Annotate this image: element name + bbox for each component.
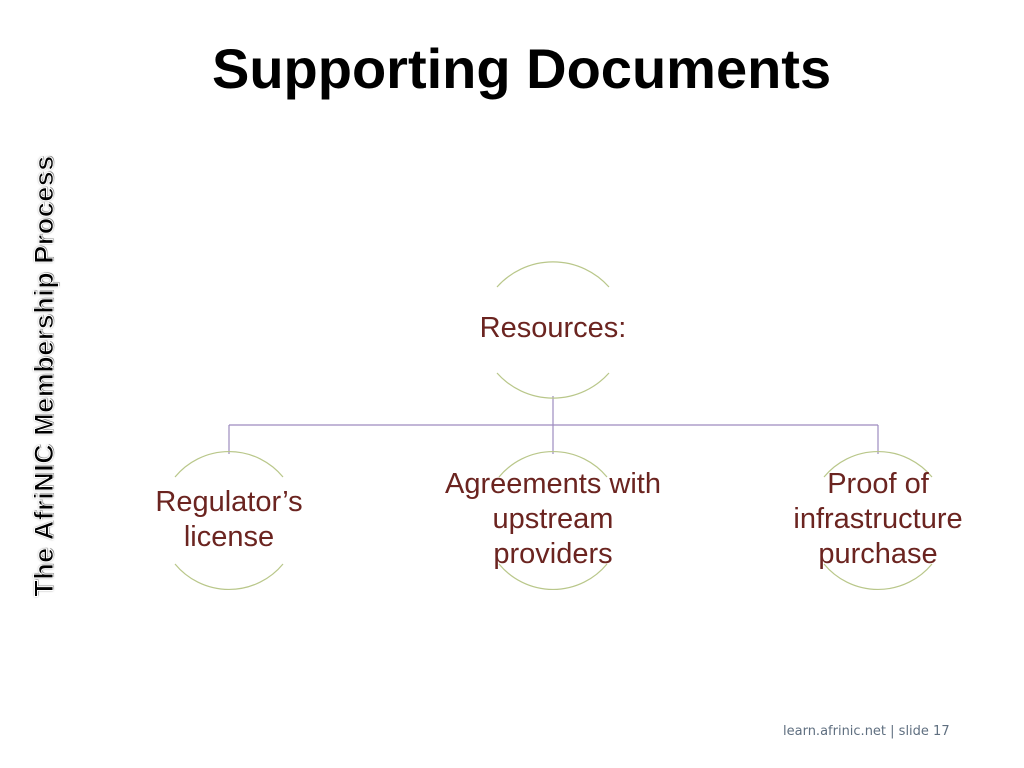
- child-node-line: license: [183, 521, 275, 553]
- child-node-line: Proof of: [827, 468, 929, 500]
- child-node-line: Agreements with: [445, 468, 661, 500]
- slide-footer: learn.afrinic.net | slide 17: [783, 724, 950, 739]
- child-node-circle-middle: [498, 450, 608, 591]
- child-node-regulators-license: Regulator’s license: [155, 485, 302, 555]
- slide-title: Supporting Documents: [212, 37, 832, 100]
- child-node-agreements-upstream: Agreements with upstream providers: [445, 467, 661, 572]
- child-node-line: providers: [493, 538, 613, 570]
- child-node-proof-infrastructure: Proof of infrastructure purchase: [793, 467, 962, 572]
- connector-lines: [228, 396, 879, 454]
- child-node-circle-right: [823, 450, 933, 591]
- root-node-text: Resources:: [479, 312, 627, 344]
- child-node-circle-left: [174, 450, 284, 591]
- child-node-line: Regulator’s: [155, 486, 303, 518]
- child-node-line: upstream: [492, 503, 614, 535]
- root-node-label: Resources:: [480, 311, 627, 346]
- child-node-line: purchase: [818, 538, 938, 570]
- root-node-circle: [496, 261, 610, 399]
- child-node-line: infrastructure: [793, 503, 963, 535]
